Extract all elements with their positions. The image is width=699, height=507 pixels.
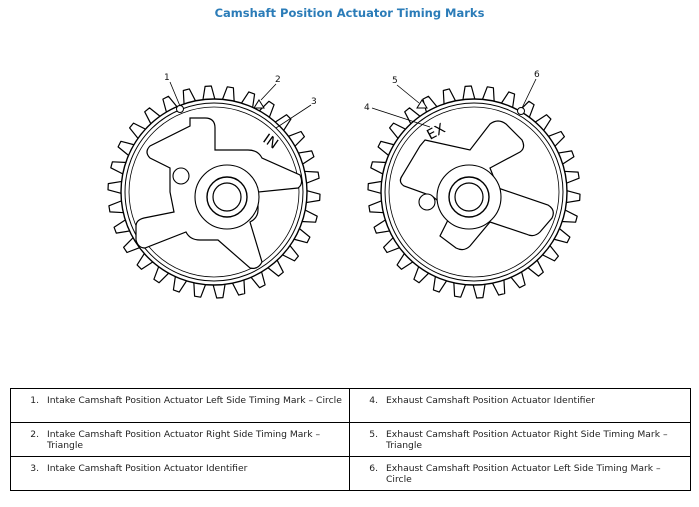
intake-bolt-bore (212, 182, 242, 212)
legend-number: 3. (30, 463, 39, 474)
exhaust-sprocket: EX 4 5 6 (364, 70, 581, 299)
exhaust-bolt-bore (454, 182, 484, 212)
legend-cell: 5. Exhaust Camshaft Position Actuator Ri… (349, 422, 691, 457)
legend-number: 2. (30, 429, 39, 440)
sprocket-tooth-outline (367, 85, 581, 299)
callout-leader-2 (260, 83, 277, 101)
callout-leader-1 (169, 81, 181, 107)
exhaust-identifier: EX (424, 121, 448, 144)
legend-table: 1. Intake Camshaft Position Actuator Lef… (10, 388, 691, 491)
exhaust-left-timing-mark-circle (517, 107, 525, 115)
legend-row: 3. Intake Camshaft Position Actuator Ide… (10, 456, 691, 491)
callout-leader-5 (396, 84, 420, 104)
callout-2: 2 (275, 75, 281, 85)
legend-row: 1. Intake Camshaft Position Actuator Lef… (10, 388, 691, 423)
intake-sprocket: IN 1 2 3 (107, 73, 321, 299)
legend-number: 6. (369, 463, 378, 474)
intake-sprocket-face (128, 106, 300, 278)
exhaust-sprocket-face (388, 106, 560, 278)
legend-text: Exhaust Camshaft Position Actuator Left … (386, 463, 661, 485)
legend-text: Exhaust Camshaft Position Actuator Right… (386, 429, 668, 451)
exhaust-pin-hole (418, 193, 436, 211)
exhaust-sprocket-teeth (367, 85, 581, 299)
intake-left-timing-mark-circle (176, 105, 184, 113)
legend-number: 4. (369, 395, 378, 406)
callout-leader-6 (521, 78, 537, 109)
legend-text: Intake Camshaft Position Actuator Right … (47, 429, 321, 451)
callout-leader-4 (371, 107, 431, 128)
legend-cell: 2. Intake Camshaft Position Actuator Rig… (10, 422, 350, 457)
legend-number: 5. (369, 429, 378, 440)
legend-text: Intake Camshaft Position Actuator Left S… (47, 395, 342, 406)
intake-pin-hole (172, 167, 190, 185)
callout-1: 1 (164, 73, 170, 83)
timing-marks-diagram: IN 1 2 3 EX 4 5 6 (107, 70, 581, 299)
legend-cell: 4. Exhaust Camshaft Position Actuator Id… (349, 388, 691, 423)
legend-text: Intake Camshaft Position Actuator Identi… (47, 463, 248, 474)
intake-sprocket-inner-rim (124, 102, 304, 282)
callout-6: 6 (534, 70, 540, 80)
exhaust-right-timing-mark-triangle (416, 99, 428, 109)
legend-number: 1. (30, 395, 39, 406)
intake-sprocket-teeth (107, 85, 321, 299)
legend-row: 2. Intake Camshaft Position Actuator Rig… (10, 422, 691, 457)
intake-right-timing-mark-triangle (253, 99, 265, 109)
callout-leader-3 (275, 104, 312, 129)
legend-cell: 3. Intake Camshaft Position Actuator Ide… (10, 456, 350, 491)
callout-4: 4 (364, 103, 370, 113)
callout-3: 3 (311, 97, 317, 107)
callout-5: 5 (392, 76, 398, 86)
legend-cell: 6. Exhaust Camshaft Position Actuator Le… (349, 456, 691, 491)
page-title: Camshaft Position Actuator Timing Marks (214, 6, 485, 20)
legend-text: Exhaust Camshaft Position Actuator Ident… (386, 395, 595, 406)
sprocket-tooth-outline (107, 85, 321, 299)
legend-cell: 1. Intake Camshaft Position Actuator Lef… (10, 388, 350, 423)
exhaust-sprocket-inner-rim (384, 102, 564, 282)
